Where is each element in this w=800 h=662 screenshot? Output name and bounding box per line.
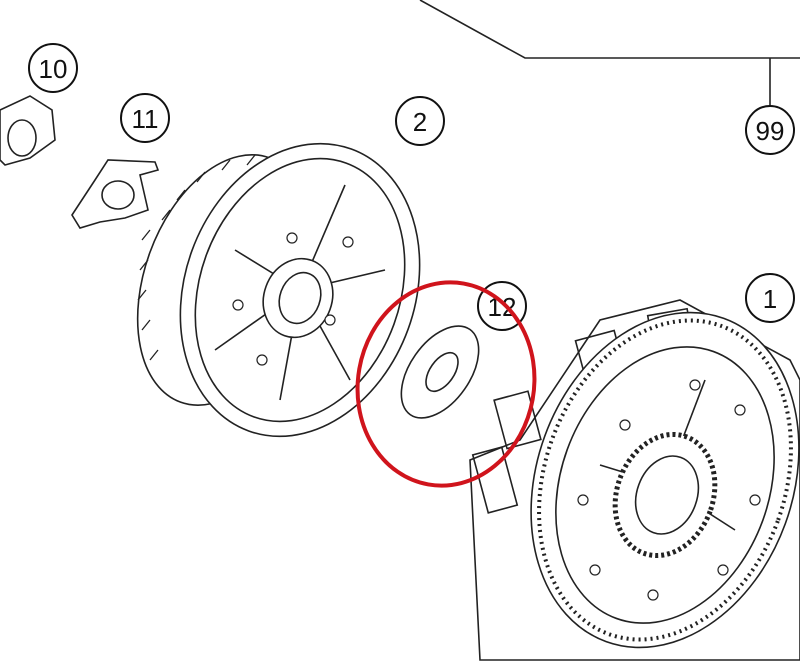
callout-99: 99 (745, 105, 795, 155)
part-12-washer (400, 325, 480, 419)
callout-11: 11 (120, 93, 170, 143)
svg-text:1: 1 (763, 284, 777, 314)
highlight-circle (355, 280, 537, 488)
callout-1: 1 (745, 273, 795, 323)
part-1-clutch-basket (469, 299, 800, 661)
svg-text:99: 99 (756, 116, 785, 146)
svg-text:2: 2 (413, 107, 427, 137)
part-2-inner-hub (136, 142, 421, 438)
leader-lines-99 (419, 0, 800, 108)
callout-2: 2 (395, 96, 445, 146)
callout-10: 10 (28, 43, 78, 93)
part-11-lock-washer (71, 159, 160, 229)
svg-text:11: 11 (132, 104, 159, 134)
svg-text:10: 10 (39, 54, 68, 84)
part-10-nut (0, 95, 56, 166)
